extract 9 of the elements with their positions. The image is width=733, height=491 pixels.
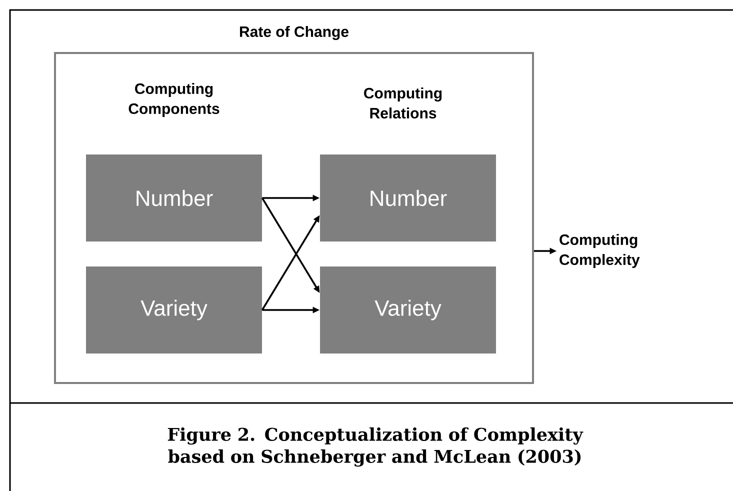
output-label: Computing Complexity: [560, 234, 640, 268]
column-heading: Computing Components: [128, 83, 220, 117]
process-box: Number: [320, 154, 496, 242]
box-heading: Rate of Change: [240, 26, 348, 40]
figure-caption: Figure 2. Conceptualization of Complexity based on Schneberger and McLean (2003): [168, 427, 584, 467]
column-heading: Computing Relations: [364, 88, 442, 118]
process-box: Number: [86, 154, 262, 242]
process-box: Variety: [320, 266, 496, 354]
process-box: Variety: [86, 266, 262, 354]
